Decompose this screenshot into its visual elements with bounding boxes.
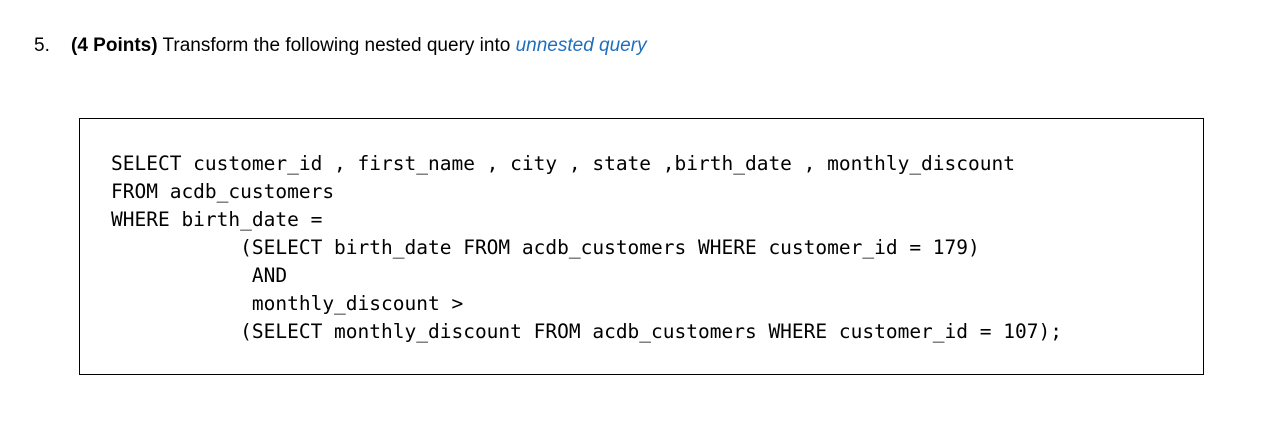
question-heading: 5. (4 Points) Transform the following nes… [34,34,647,58]
code-line: (SELECT birth_date FROM acdb_customers W… [111,236,980,259]
code-line: SELECT customer_id , first_name , city ,… [111,152,1015,175]
code-line: (SELECT monthly_discount FROM acdb_custo… [111,320,1062,343]
code-line: FROM acdb_customers [111,180,335,203]
question-number: 5. [34,35,50,56]
sql-code-box: SELECT customer_id , first_name , city ,… [79,118,1204,375]
code-line: monthly_discount > [111,292,464,315]
question-text: Transform the following nested query int… [157,35,516,56]
code-line: AND [111,264,288,287]
code-line: WHERE birth_date = [111,208,323,231]
question-emphasis: unnested query [515,35,647,56]
question-points: (4 Points) [71,35,158,56]
sql-code-block: SELECT customer_id , first_name , city ,… [111,150,1062,346]
